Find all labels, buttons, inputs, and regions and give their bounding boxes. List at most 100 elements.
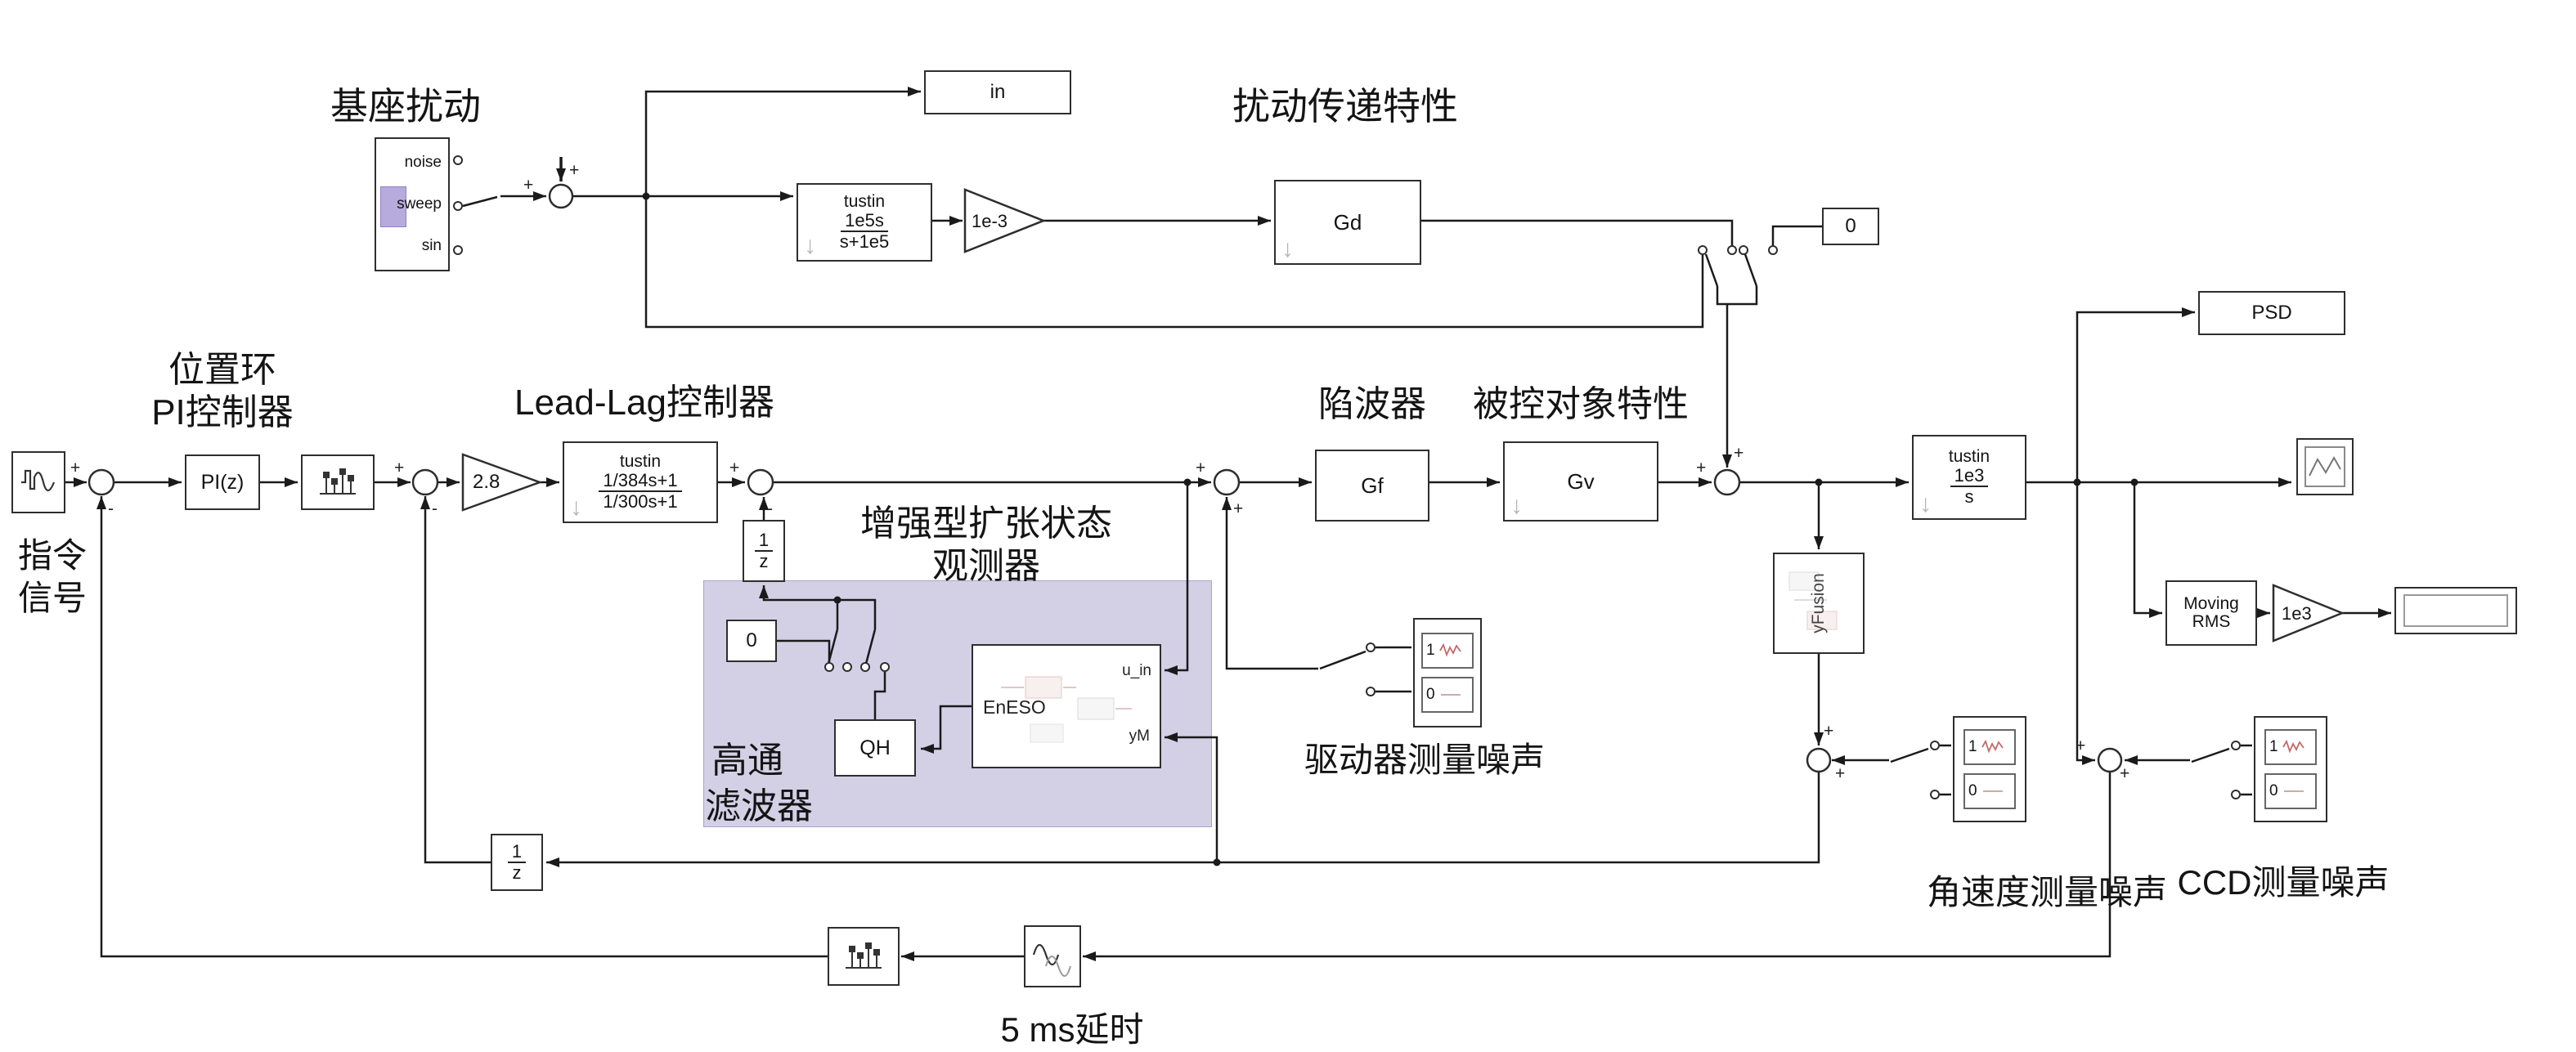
gain-triangles[interactable]	[461, 188, 2345, 642]
noise-on-row[interactable]: 1	[1421, 633, 1474, 669]
psd-label: PSD	[2251, 302, 2292, 324]
scope-trace-icon	[2309, 455, 2341, 477]
source-output-sin[interactable]: sin	[421, 236, 442, 254]
prefilter-tf-block[interactable]: tustin 1e5s s+1e5 ↓	[797, 183, 932, 262]
tf-method-label: tustin	[619, 451, 662, 471]
transport-delay-block[interactable]	[1024, 925, 1081, 987]
sum-sign: +	[1835, 764, 1846, 783]
gd-block[interactable]: Gd ↓	[1274, 180, 1421, 265]
unit-delay-feedback-block[interactable]: 1 z	[491, 834, 543, 891]
sum-disturbance	[548, 183, 574, 209]
noise-off-label: 0	[2269, 782, 2278, 799]
source-output-noise[interactable]: noise	[404, 154, 442, 172]
label-command-1: 指令	[17, 536, 87, 575]
noise-off-label: 0	[1426, 686, 1435, 703]
scope-screen	[2304, 446, 2345, 487]
noise-off-row[interactable]: 0	[1963, 773, 2016, 809]
leadlag-tf-block[interactable]: tustin 1/384s+1 1/300s+1 ↓	[563, 441, 718, 523]
gf-label: Gf	[1361, 472, 1384, 498]
label-notch: 陷波器	[1318, 384, 1426, 424]
gv-label: Gv	[1567, 468, 1595, 494]
discrete-hold-block[interactable]	[301, 454, 375, 510]
goto-in-block[interactable]: in	[924, 70, 1071, 114]
sum-sign: -	[767, 499, 773, 518]
sample-time-icon: ↓	[804, 232, 816, 259]
goto-in-label: in	[990, 81, 1006, 103]
wires	[65, 87, 2391, 961]
sum-junctions[interactable]	[88, 183, 2123, 773]
psd-block[interactable]: PSD	[2198, 291, 2345, 335]
noise-off-label: 0	[1968, 782, 1977, 799]
disturbance-source-block[interactable]: noise sweep sin	[375, 137, 450, 271]
tf-method-label: tustin	[843, 191, 886, 211]
label-delay-5ms: 5 ms延时	[1000, 1010, 1144, 1049]
noise-waveform-icon	[1981, 739, 2004, 754]
pi-controller-block[interactable]: PI(z)	[185, 454, 260, 510]
moving-rms-line1: Moving	[2183, 593, 2239, 613]
sum-sign: +	[1696, 459, 1707, 477]
sweep-selection-highlight	[380, 186, 406, 227]
flat-line-icon	[1982, 790, 2003, 792]
sum-gyro	[1806, 747, 1832, 773]
gain-1e-3-label: 1e-3	[972, 211, 1008, 231]
sum-sign: +	[1734, 444, 1744, 463]
qh-label: QH	[859, 736, 891, 759]
tf-fraction: 1e3 s	[1950, 465, 1989, 507]
scope-block[interactable]	[2296, 438, 2354, 495]
gain-2.8-label: 2.8	[473, 471, 500, 493]
eneso-observer-block[interactable]: EnESO u_in yM	[972, 644, 1161, 768]
integrator-tf-block[interactable]: tustin 1e3 s ↓	[1912, 435, 2026, 520]
source-output-sweep[interactable]: sweep	[397, 195, 442, 213]
label-ccd-noise: CCD测量噪声	[2177, 863, 2390, 902]
noise-on-row[interactable]: 1	[2264, 729, 2317, 765]
eneso-uin-port-label: u_in	[1122, 662, 1151, 679]
label-base-disturbance: 基座扰动	[330, 85, 481, 128]
eneso-preview-icon	[1001, 676, 1132, 743]
constant-zero-label: 0	[746, 629, 757, 651]
gd-label: Gd	[1333, 209, 1362, 235]
sum-sign: +	[2120, 764, 2130, 783]
label-highpass-1: 高通	[711, 741, 783, 781]
unit-delay-fraction: 1 z	[754, 530, 774, 571]
noise-waveform-icon	[1438, 642, 1461, 657]
discrete-hold-feedback-block[interactable]	[828, 927, 900, 986]
label-position-loop-2: PI控制器	[151, 392, 294, 432]
gf-notch-block[interactable]: Gf	[1315, 450, 1429, 522]
constant-zero-eso-block[interactable]: 0	[726, 620, 777, 662]
command-source-block[interactable]	[11, 451, 65, 513]
noise-on-row[interactable]: 1	[1963, 729, 2016, 765]
display-block[interactable]	[2394, 587, 2517, 634]
flat-line-icon	[2283, 790, 2304, 792]
constant-zero-top-block[interactable]: 0	[1822, 208, 1879, 245]
noise-off-row[interactable]: 0	[2264, 773, 2317, 809]
gyro-noise-block[interactable]: 1 0	[1953, 716, 2026, 822]
ccd-noise-block[interactable]: 1 0	[2254, 716, 2327, 822]
moving-rms-block[interactable]: Moving RMS	[2165, 580, 2257, 646]
driver-noise-block[interactable]: 1 0	[1413, 618, 1482, 727]
sum-sign: +	[569, 161, 580, 180]
unit-delay-vertical-block[interactable]: 1 z	[743, 520, 785, 582]
yfusion-label: yFusion	[1809, 573, 1828, 633]
sample-time-icon: ↓	[1919, 490, 1932, 517]
noise-off-row[interactable]: 0	[1421, 677, 1474, 713]
display-readout	[2403, 594, 2508, 627]
label-driver-noise: 驱动器测量噪声	[1304, 741, 1545, 779]
switch-contacts[interactable]	[453, 155, 2241, 799]
sum-sign: -	[432, 499, 438, 518]
label-highpass-2: 滤波器	[705, 786, 813, 826]
unit-delay-fraction: 1 z	[507, 841, 527, 883]
yfusion-block[interactable]: yFusion	[1773, 553, 1865, 654]
sample-time-icon: ↓	[570, 494, 582, 521]
noise-on-label: 1	[1968, 738, 1977, 755]
sample-time-icon: ↓	[1510, 492, 1523, 519]
moving-rms-line2: RMS	[2192, 612, 2231, 631]
gv-plant-block[interactable]: Gv ↓	[1503, 441, 1658, 522]
sum-command	[88, 468, 115, 496]
label-leadlag-controller: Lead-Lag控制器	[514, 383, 774, 423]
sum-ccd	[2097, 747, 2123, 773]
qh-highpass-block[interactable]: QH	[834, 719, 916, 777]
sum-sign: +	[70, 459, 81, 477]
label-command-2: 信号	[17, 579, 87, 617]
